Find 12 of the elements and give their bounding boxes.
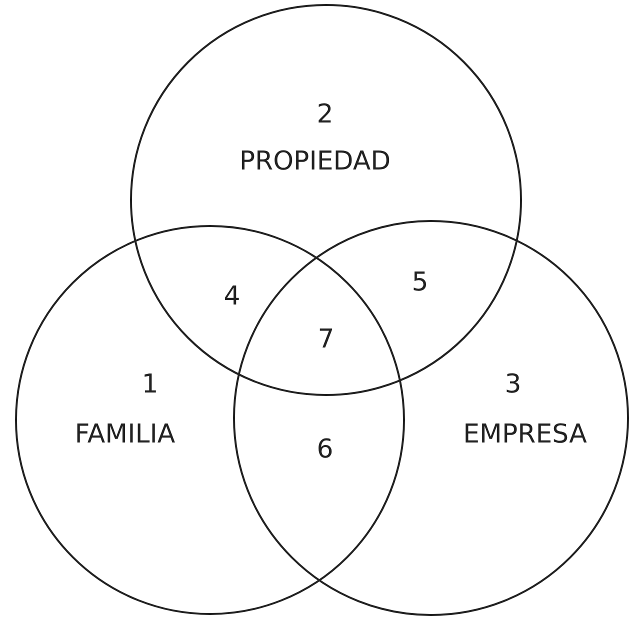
- venn-circle: [130, 4, 522, 396]
- region-number: 5: [412, 268, 428, 298]
- set-number: 2: [316, 100, 334, 130]
- set-number: 1: [142, 370, 158, 400]
- set-name: EMPRESA: [463, 420, 587, 450]
- set-number: 3: [504, 370, 522, 400]
- region-number: 7: [318, 326, 334, 354]
- venn-circle: [15, 225, 405, 615]
- region-number: 6: [316, 436, 334, 464]
- region-number: 4: [224, 282, 240, 312]
- set-name: FAMILIA: [74, 420, 176, 450]
- set-name: PROPIEDAD: [239, 148, 391, 176]
